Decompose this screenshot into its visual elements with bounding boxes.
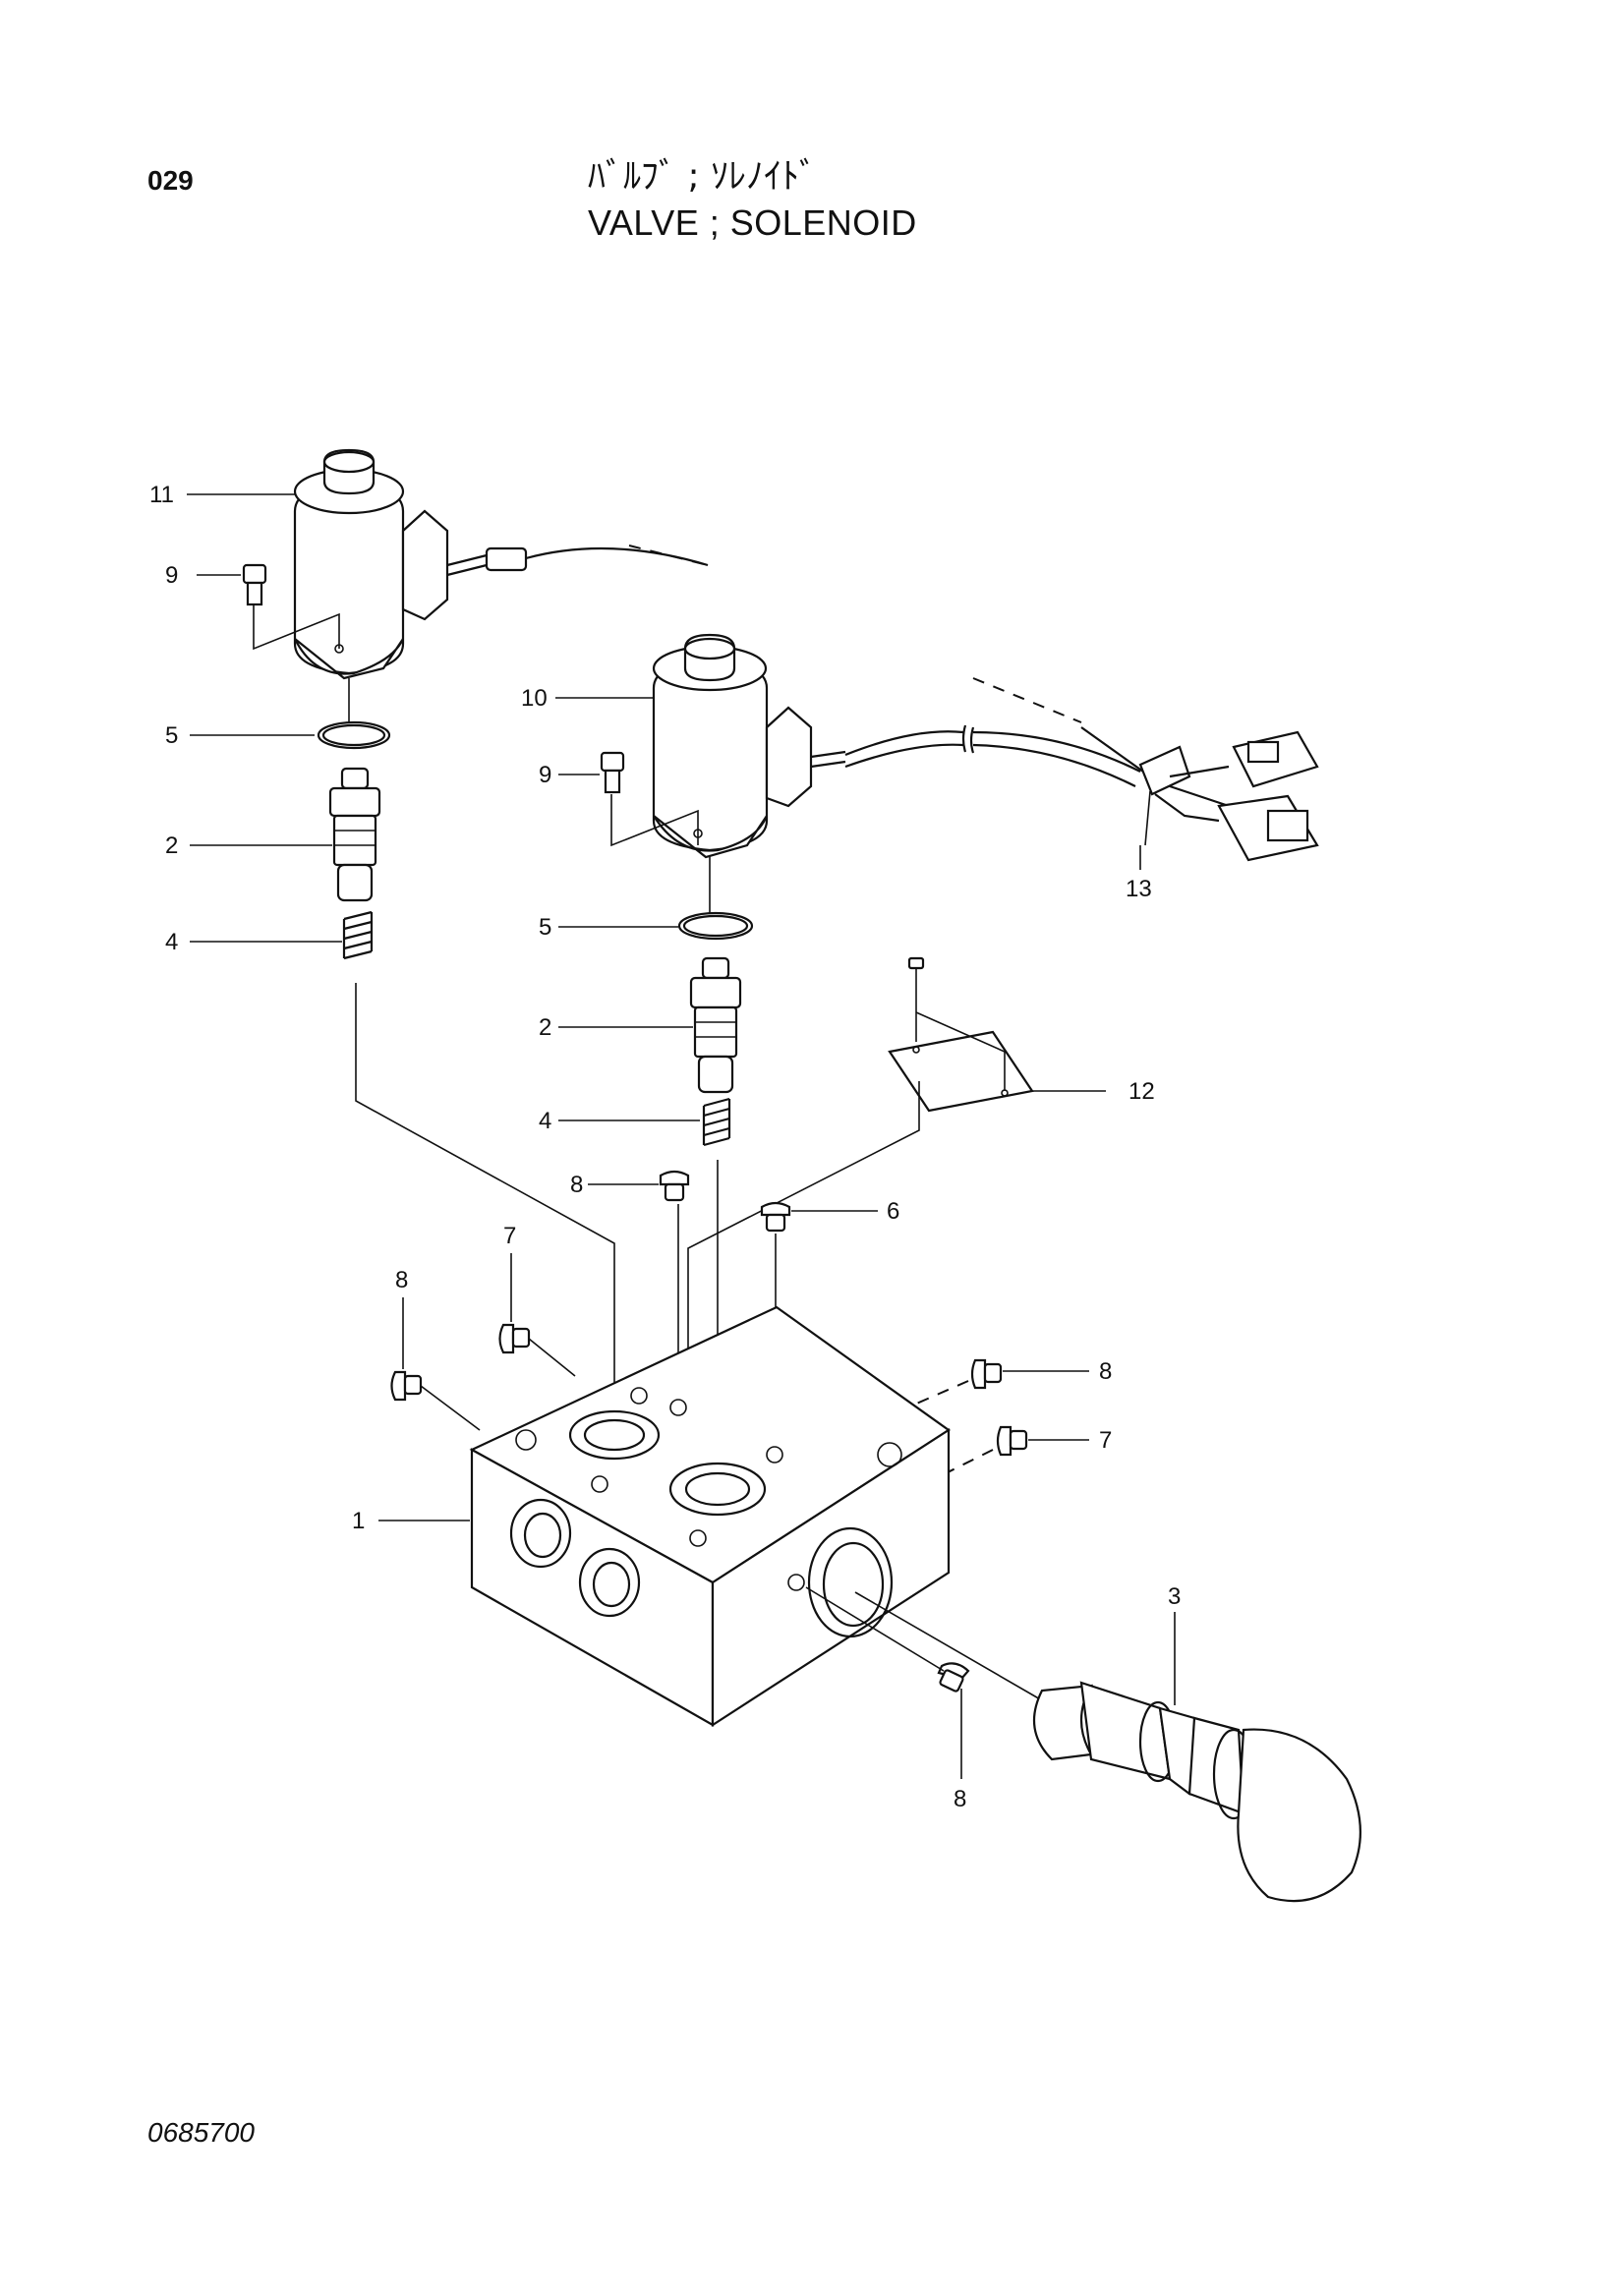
guide-line-4a xyxy=(355,983,615,1396)
callout-8: 8 xyxy=(1099,1358,1112,1385)
callout-4: 4 xyxy=(539,1108,551,1134)
callout-5: 5 xyxy=(539,914,551,941)
callout-13: 13 xyxy=(1126,876,1152,902)
drawing-number: 0685700 xyxy=(147,2117,256,2148)
plug-8d xyxy=(805,1586,970,1693)
plug-8b xyxy=(390,1370,481,1431)
spring-4a xyxy=(342,910,374,960)
nameplate-12 xyxy=(687,956,1034,1356)
callout-6: 6 xyxy=(887,1198,899,1225)
spring-4b xyxy=(702,1097,731,1147)
callout-4: 4 xyxy=(165,929,178,955)
title-english: VALVE ; SOLENOID xyxy=(588,202,917,243)
valve-body-1 xyxy=(469,1305,951,1728)
callout-labels: 11 9 5 2 4 10 9 13 5 2 12 4 8 6 7 8 8 7 … xyxy=(149,482,1181,1812)
solenoid-11 xyxy=(293,448,709,680)
leader-lines xyxy=(187,493,1176,1779)
callout-8: 8 xyxy=(570,1172,583,1198)
page-number: 029 xyxy=(147,165,194,196)
callout-2: 2 xyxy=(165,832,178,859)
spool-2b xyxy=(689,956,742,1094)
callout-10: 10 xyxy=(521,685,548,712)
plug-7b xyxy=(884,1425,1028,1505)
bolt-9b xyxy=(600,751,699,847)
callout-8: 8 xyxy=(954,1786,966,1812)
callout-1: 1 xyxy=(352,1508,365,1534)
o-ring-5b xyxy=(677,855,754,941)
callout-8: 8 xyxy=(395,1267,408,1293)
plug-7a xyxy=(498,1323,576,1377)
spool-2a xyxy=(328,767,381,902)
bolt-9a xyxy=(242,563,340,651)
title-japanese: ﾊﾞﾙﾌﾞ ; ｿﾚﾉｲﾄﾞ xyxy=(588,156,818,197)
callout-9: 9 xyxy=(165,562,178,589)
callout-7: 7 xyxy=(1099,1427,1112,1454)
callout-3: 3 xyxy=(1168,1583,1181,1610)
solenoid-10 xyxy=(652,633,1151,859)
callout-2: 2 xyxy=(539,1014,551,1041)
callout-5: 5 xyxy=(165,722,178,749)
callout-7: 7 xyxy=(503,1223,516,1249)
o-ring-5a xyxy=(317,678,391,750)
callout-12: 12 xyxy=(1128,1078,1155,1105)
callout-9: 9 xyxy=(539,762,551,788)
cartridge-valve-3 xyxy=(854,1591,1361,1903)
connector-13 xyxy=(1138,730,1319,862)
plug-8a xyxy=(659,1170,690,1396)
callout-11: 11 xyxy=(149,482,174,508)
